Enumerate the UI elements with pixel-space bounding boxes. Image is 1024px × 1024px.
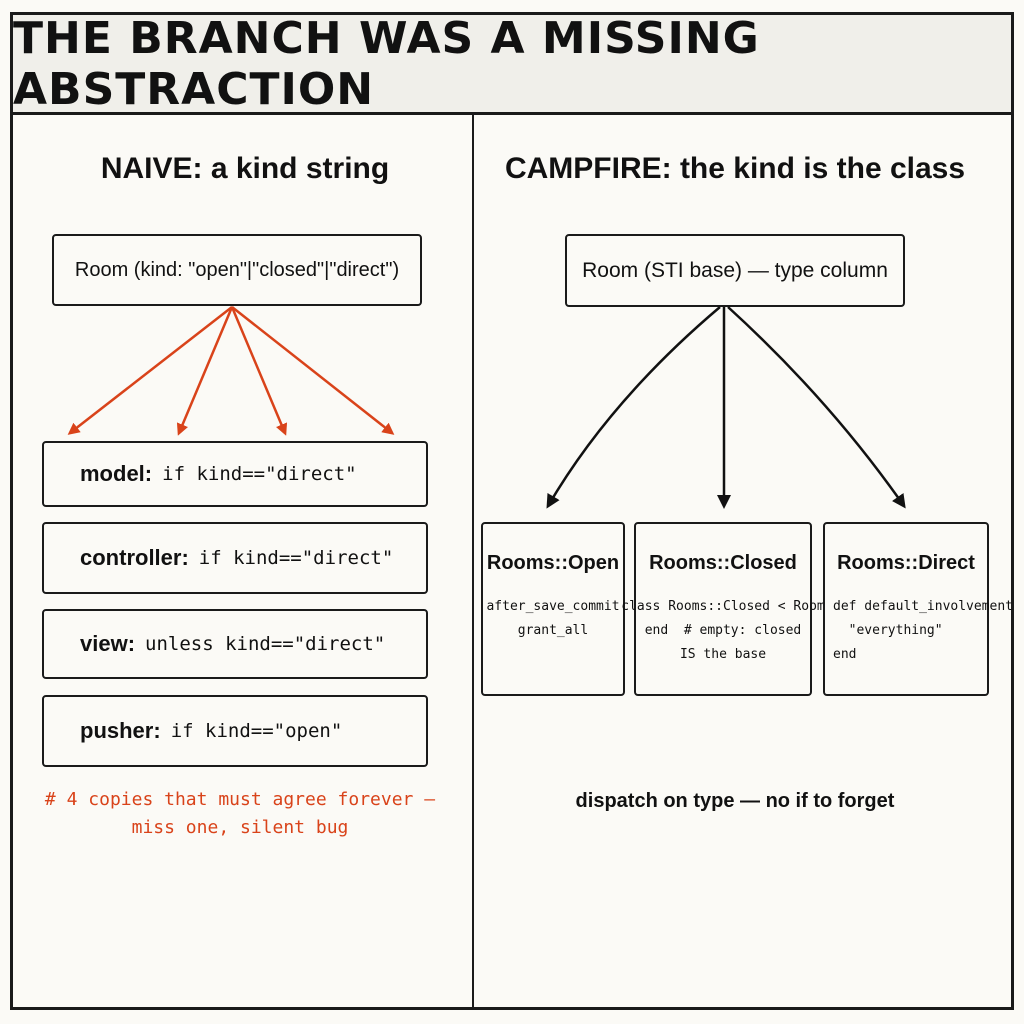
rooms-direct-code: def default_involvement "everything" end (833, 599, 1014, 663)
view-code: unless kind=="direct" (145, 633, 386, 655)
naive-arrow-1 (67, 306, 233, 435)
naive-arrow-2 (176, 306, 234, 436)
naive-warning-note: # 4 copies that must agree forever – mis… (30, 786, 450, 842)
naive-note-line-2: miss one, silent bug (131, 816, 349, 838)
model-box: model: if kind=="direct" (42, 441, 428, 507)
rooms-closed-code: class Rooms::Closed < Room end # empty: … (621, 599, 825, 663)
campfire-arrow-direct (727, 306, 906, 509)
naive-room-label: Room (kind: "open"|"closed"|"direct") (74, 258, 400, 281)
rooms-closed-title: Rooms::Closed (649, 552, 797, 574)
controller-label: controller: (80, 545, 189, 570)
diagram-title: THE BRANCH WAS A MISSING ABSTRACTION (13, 12, 760, 115)
controller-code: if kind=="direct" (198, 547, 394, 569)
title-bar: THE BRANCH WAS A MISSING ABSTRACTION (13, 12, 1011, 115)
campfire-heading: CAMPFIRE: the kind is the class (504, 152, 966, 185)
naive-heading: NAIVE: a kind string (100, 152, 390, 185)
model-label: model: (80, 461, 153, 486)
naive-arrow-4 (231, 306, 395, 435)
rooms-open-title: Rooms::Open (486, 552, 620, 574)
model-code: if kind=="direct" (162, 463, 357, 485)
sti-room-box: Room (STI base) — type column (565, 234, 905, 307)
campfire-note: dispatch on type — no if to forget (575, 790, 895, 812)
naive-arrow-3 (230, 306, 288, 436)
rooms-open-box: Rooms::Open after_save_commit grant_all (481, 522, 625, 696)
rooms-direct-box: Rooms::Direct def default_involvement "e… (823, 522, 1013, 696)
rooms-direct-title: Rooms::Direct (837, 552, 975, 574)
sti-room-label: Room (STI base) — type column (582, 258, 888, 282)
pusher-label: pusher: (80, 718, 161, 743)
pusher-box: pusher: if kind=="open" (42, 695, 428, 767)
controller-box: controller: if kind=="direct" (42, 522, 428, 594)
column-divider (472, 115, 474, 1010)
diagram-frame: THE BRANCH WAS A MISSING ABSTRACTION (10, 12, 1014, 1010)
naive-room-box: Room (kind: "open"|"closed"|"direct") (52, 234, 422, 306)
rooms-open-code: after_save_commit grant_all (486, 599, 620, 639)
view-box: view: unless kind=="direct" (42, 609, 428, 679)
naive-note-line-1: # 4 copies that must agree forever – (44, 789, 436, 810)
rooms-closed-box: Rooms::Closed class Rooms::Closed < Room… (621, 522, 825, 696)
view-label: view: (80, 631, 136, 656)
pusher-code: if kind=="open" (170, 720, 343, 742)
campfire-arrow-open (546, 306, 721, 509)
